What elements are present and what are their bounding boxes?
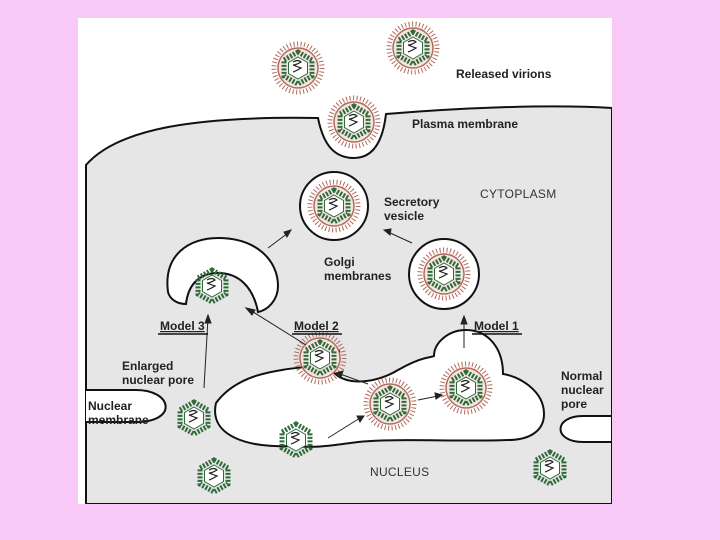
label-model-3: Model 3 xyxy=(160,319,205,333)
label-enlarged-pore-2: nuclear pore xyxy=(122,373,194,387)
label-model-1: Model 1 xyxy=(474,319,519,333)
label-golgi-2: membranes xyxy=(324,269,392,283)
label-released-virions: Released virions xyxy=(456,67,552,81)
budding-virion-plasma-membrane xyxy=(330,98,378,146)
label-nuclear-membrane-1: Nuclear xyxy=(88,399,132,413)
label-model-2: Model 2 xyxy=(294,319,339,333)
label-nuclear-membrane-2: membrane xyxy=(88,413,149,427)
label-nucleus: NUCLEUS xyxy=(370,465,429,479)
released-virion-1 xyxy=(274,44,322,92)
label-cytoplasm: CYTOPLASM xyxy=(480,187,557,201)
label-normal-pore-2: nuclear xyxy=(561,383,604,397)
golgi-membrane-crescent xyxy=(166,236,280,314)
diagram-panel: Released virions Plasma membrane CYTOPLA… xyxy=(78,18,612,504)
label-secretory-1: Secretory xyxy=(384,195,440,209)
label-normal-pore-3: pore xyxy=(561,397,587,411)
label-normal-pore-1: Normal xyxy=(561,369,602,383)
released-virion-2 xyxy=(389,24,437,72)
label-golgi-1: Golgi xyxy=(324,255,355,269)
label-plasma-membrane: Plasma membrane xyxy=(412,117,518,131)
nuclear-membrane-left xyxy=(86,389,167,423)
pathway-arrows xyxy=(203,228,468,439)
nuclear-membrane-right xyxy=(559,415,612,443)
cytoplasm-region xyxy=(85,105,612,504)
label-enlarged-pore-1: Enlarged xyxy=(122,359,173,373)
herpesvirus-egress-diagram: Released virions Plasma membrane CYTOPLA… xyxy=(85,18,612,504)
label-secretory-2: vesicle xyxy=(384,209,424,223)
